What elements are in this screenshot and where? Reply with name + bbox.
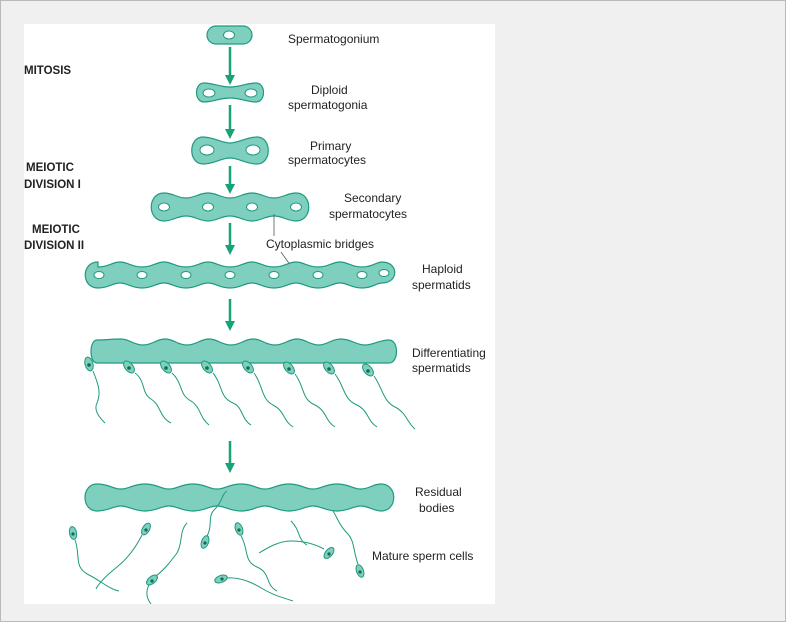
- label-differentiating-line2: spermatids: [412, 361, 471, 375]
- secondary-spermatocyte-cells: [150, 192, 310, 222]
- mature-sperm-cells: [68, 490, 365, 605]
- label-residual-line1: Residual: [415, 485, 462, 499]
- label-haploid-line1: Haploid: [422, 262, 463, 276]
- label-mitosis: MITOSIS: [24, 65, 71, 77]
- label-meiotic-division-2-line1: MEIOTIC: [32, 224, 80, 236]
- label-primary-line2: spermatocytes: [288, 153, 366, 167]
- label-meiotic-division-1-line1: MEIOTIC: [26, 162, 74, 174]
- label-cytoplasmic-bridges: Cytoplasmic bridges: [266, 237, 374, 251]
- label-primary-line1: Primary: [310, 139, 351, 153]
- label-spermatogonium: Spermatogonium: [288, 32, 379, 46]
- label-meiotic-division-2-line2: DIVISION II: [24, 240, 84, 252]
- diploid-spermatogonia-cells: [195, 82, 265, 103]
- label-secondary-line1: Secondary: [344, 191, 401, 205]
- label-mature-sperm: Mature sperm cells: [372, 549, 473, 563]
- label-differentiating-line1: Differentiating: [412, 346, 486, 360]
- label-residual-line2: bodies: [419, 501, 454, 515]
- haploid-spermatid-cells: [84, 261, 396, 289]
- differentiating-spermatid-cells: [84, 338, 416, 430]
- primary-spermatocyte-cells: [191, 136, 269, 165]
- label-secondary-line2: spermatocytes: [329, 207, 407, 221]
- spermatogenesis-figure: MITOSIS MEIOTIC DIVISION I MEIOTIC DIVIS…: [24, 24, 495, 605]
- label-diploid-line1: Diploid: [311, 83, 348, 97]
- label-haploid-line2: spermatids: [412, 278, 471, 292]
- residual-body-cells: [84, 483, 395, 512]
- label-diploid-line2: spermatogonia: [288, 98, 368, 112]
- label-meiotic-division-1-line2: DIVISION I: [24, 179, 81, 191]
- spermatogonium-cell: [206, 25, 253, 45]
- spermatogenesis-diagram: MITOSIS MEIOTIC DIVISION I MEIOTIC DIVIS…: [24, 25, 486, 605]
